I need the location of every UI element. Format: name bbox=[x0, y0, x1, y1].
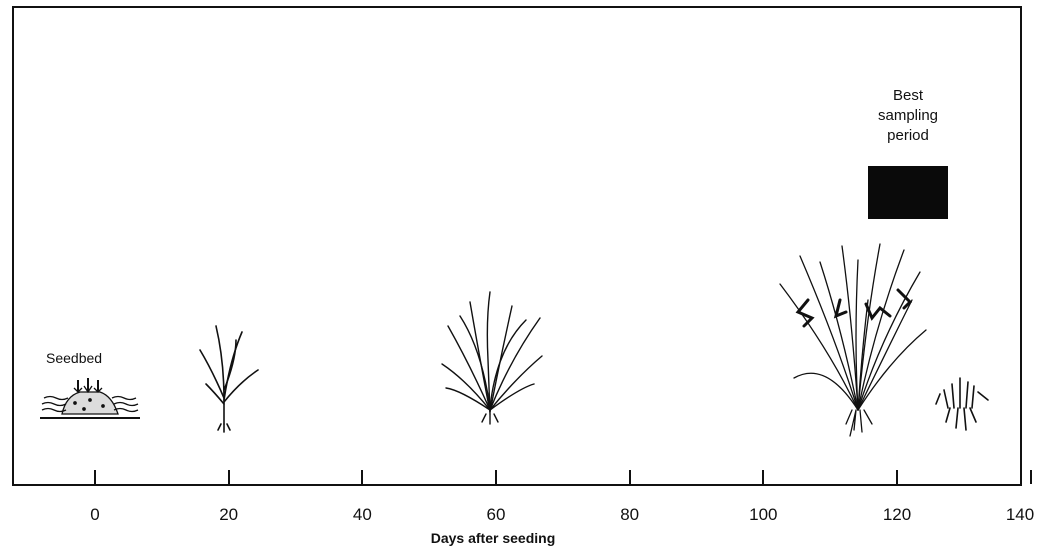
x-tick-120 bbox=[896, 470, 898, 484]
x-tick-label-20: 20 bbox=[219, 505, 239, 524]
x-tick-label-60: 60 bbox=[486, 505, 506, 524]
tillering-plant-illustration bbox=[441, 291, 543, 425]
x-tick-label-80: 80 bbox=[620, 505, 640, 524]
seedbed-illustration bbox=[40, 378, 140, 419]
x-tick-label-0: 0 bbox=[90, 505, 100, 524]
x-tick-140 bbox=[1029, 470, 1032, 484]
x-tick-label-40: 40 bbox=[352, 505, 372, 524]
x-tick-label-120: 120 bbox=[882, 505, 912, 524]
x-tick-60 bbox=[495, 470, 497, 484]
seedling-illustration bbox=[199, 325, 259, 433]
x-axis-title: Days after seeding bbox=[430, 530, 556, 546]
stubble-illustration bbox=[935, 377, 989, 431]
best-sampling-period-marker bbox=[868, 166, 948, 219]
best-sampling-line-1: Best bbox=[892, 87, 923, 104]
best-sampling-line-2: sampling bbox=[877, 107, 939, 124]
seedbed-label: Seedbed bbox=[46, 350, 103, 366]
diagram-frame bbox=[12, 6, 1022, 486]
best-sampling-line-3: period bbox=[887, 127, 929, 144]
x-tick-40 bbox=[361, 470, 364, 484]
best-sampling-period-label: Best sampling period bbox=[858, 86, 958, 146]
x-tick-100 bbox=[762, 470, 765, 484]
x-tick-label-140: 140 bbox=[1005, 505, 1035, 524]
x-tick-0 bbox=[94, 470, 96, 484]
x-tick-label-100: 100 bbox=[749, 505, 778, 524]
x-tick-80 bbox=[628, 470, 631, 484]
heading-plant-illustration bbox=[779, 243, 927, 437]
x-tick-20 bbox=[227, 470, 230, 484]
